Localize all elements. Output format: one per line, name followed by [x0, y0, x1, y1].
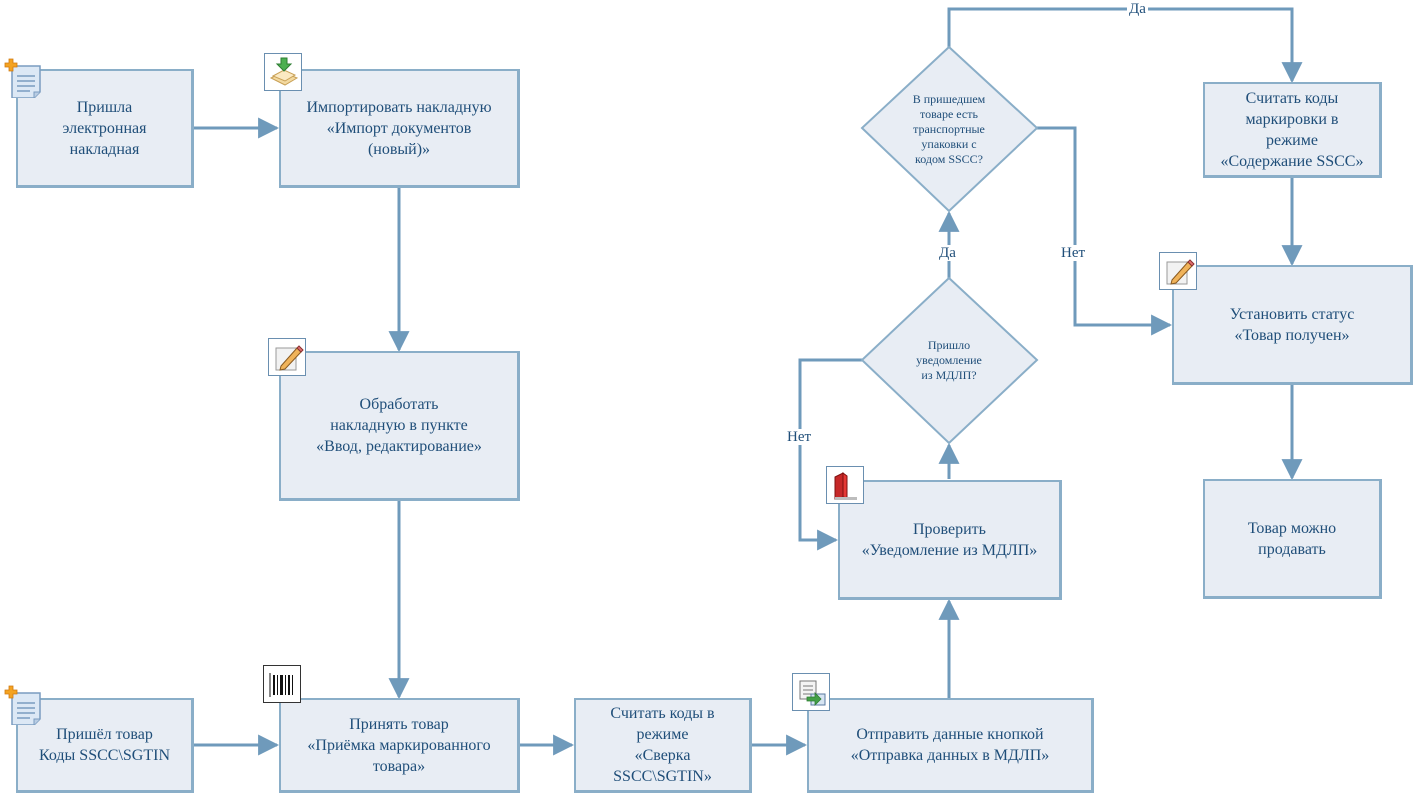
- box-set-status: Установить статус «Товар получен»: [1172, 265, 1413, 385]
- notification-book-icon: [826, 466, 864, 504]
- send-data-icon: [792, 673, 830, 711]
- edge-label-yes-middle: Да: [937, 245, 958, 261]
- edit-pencil-icon: [1159, 252, 1197, 290]
- edge-label-no-right: Нет: [1059, 245, 1088, 261]
- box-check-notification: Проверить «Уведомление из МДЛП»: [838, 480, 1062, 600]
- edge-label-yes-top: Да: [1127, 1, 1148, 17]
- box-invoice-arrived: Пришла электронная накладная: [16, 69, 194, 188]
- box-can-sell: Товар можно продавать: [1203, 479, 1382, 599]
- edge-decision2-yes: [947, 7, 1303, 84]
- decision-notification-label: Пришло уведомление из МДЛП?: [916, 337, 982, 382]
- box-goods-arrived: Пришёл товар Коды SSCC\SGTIN: [16, 698, 194, 793]
- decision-diamond-notification: [860, 276, 1039, 445]
- barcode-icon: [263, 665, 301, 703]
- box-send-data: Отправить данные кнопкой «Отправка данны…: [807, 698, 1094, 793]
- import-icon: [264, 53, 302, 91]
- new-document-icon: [2, 58, 42, 99]
- box-process-invoice: Обработать накладную в пункте «Ввод, ред…: [279, 351, 520, 501]
- edge-label-no-left: Нет: [785, 429, 814, 445]
- decision-sscc-label: В пришедшем товаре есть транспортные упа…: [912, 91, 986, 166]
- box-accept-goods: Принять товар «Приёмка маркированного то…: [279, 698, 520, 793]
- edit-pencil-icon: [268, 338, 306, 376]
- box-scan-codes-sverka: Считать коды в режиме «Сверка SSCC\SGTIN…: [574, 698, 752, 793]
- box-import-invoice: Импортировать накладную «Импорт документ…: [279, 69, 520, 188]
- box-scan-codes-sscc: Считать коды маркировки в режиме «Содерж…: [1203, 82, 1382, 178]
- new-document-icon: [2, 685, 42, 726]
- edge-decision1-no-loop: [798, 358, 862, 551]
- edge-decision2-no: [1037, 126, 1173, 336]
- decision-diamond-sscc: [860, 45, 1039, 213]
